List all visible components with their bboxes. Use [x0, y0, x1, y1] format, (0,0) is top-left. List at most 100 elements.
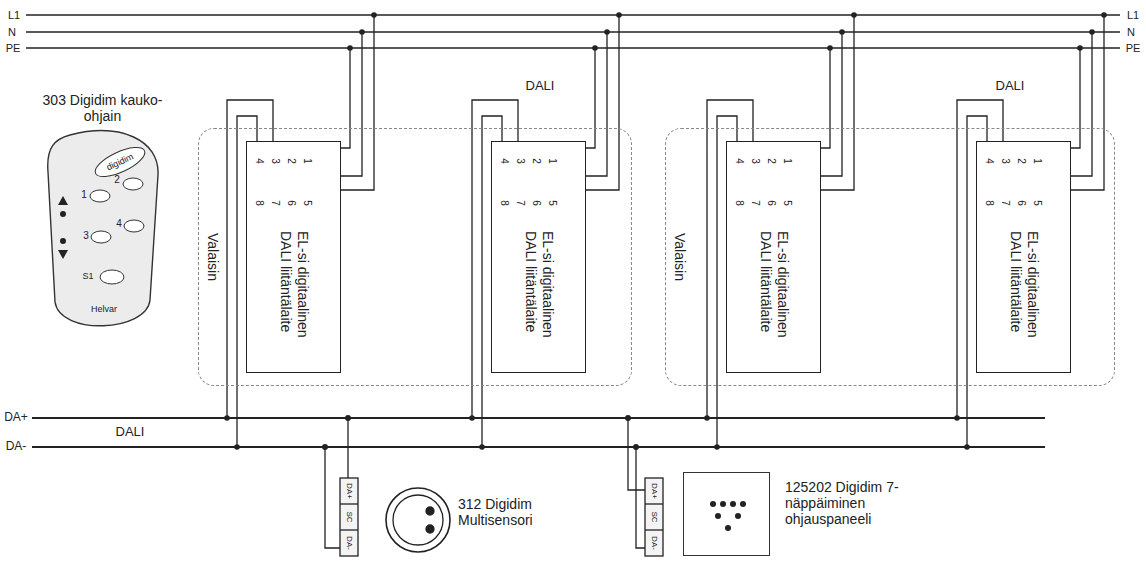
button-number: 4	[116, 218, 122, 230]
terminal-number: 2	[765, 158, 777, 164]
luminaire-label: Valaisin	[205, 233, 221, 281]
down-arrow	[58, 250, 68, 259]
bus-name: DALI	[996, 79, 1025, 94]
button-number: 2	[114, 174, 120, 186]
terminal-number: 6	[1015, 200, 1027, 206]
panel-button	[730, 501, 736, 507]
junction-dot	[345, 415, 351, 421]
junction-dot	[224, 415, 230, 421]
terminal-name: SC	[649, 511, 658, 522]
terminal-number: 3	[514, 158, 526, 164]
junction-dot	[625, 415, 631, 421]
sensor-housing	[386, 488, 450, 552]
bus-junctions	[322, 415, 639, 450]
terminal-divider	[645, 529, 663, 530]
terminal-number: 5	[546, 200, 558, 206]
junction-dot	[1077, 45, 1083, 51]
junction-dot	[964, 444, 970, 450]
dali-bus	[32, 418, 1045, 447]
terminal-number: 5	[1031, 200, 1043, 206]
pe-wire	[553, 48, 595, 148]
label-holder: EL-si digitaalinen DALI liitäntälaite	[492, 214, 585, 366]
junction-dot	[592, 45, 598, 51]
terminal-number: 6	[530, 200, 542, 206]
n-rail	[26, 31, 1120, 32]
terminal-number: 4	[983, 158, 995, 164]
terminal-name: SC	[344, 511, 353, 522]
remote-logo	[91, 142, 148, 183]
terminal-name: DA-	[649, 536, 658, 550]
button-number: S1	[82, 271, 93, 281]
pe-wire	[308, 48, 350, 148]
signal-name: DA-	[6, 440, 27, 454]
terminal-number: 4	[253, 158, 265, 164]
terminal-number: 8	[253, 200, 265, 206]
terminal-number: 5	[781, 200, 793, 206]
da-plus-line	[32, 417, 1045, 419]
control-panel: 125202 Digidim 7-näppäiminen ohjauspanee…	[683, 472, 770, 556]
dali-ballast-box: EL-si digitaalinen DALI liitäntälaite432…	[491, 141, 586, 373]
junction-dot	[347, 45, 353, 51]
panel-button	[715, 513, 721, 519]
junction-dot	[704, 415, 710, 421]
panel-button	[725, 525, 731, 531]
dali-ballast-box: EL-si digitaalinen DALI liitäntälaite432…	[246, 141, 341, 373]
up-arrow	[58, 196, 68, 205]
signal-name: DA+	[4, 411, 28, 425]
terminal-block	[645, 478, 663, 556]
terminal-name: DA-	[344, 536, 353, 550]
label-holder: EL-si digitaalinen DALI liitäntälaite	[727, 214, 820, 366]
bus-name: DALI	[116, 425, 145, 440]
tap-wire	[325, 447, 340, 548]
terminal-block	[340, 478, 358, 556]
terminal-number: 2	[530, 158, 542, 164]
junction-dot	[954, 415, 960, 421]
device-label: 303 Digidim kauko-ohjain	[40, 92, 165, 124]
junction-dot	[469, 415, 475, 421]
terminal-number: 8	[733, 200, 745, 206]
junction-dot	[234, 444, 240, 450]
ballast-label: EL-si digitaalinen DALI liitäntälaite	[522, 231, 556, 349]
terminal-number: 2	[285, 158, 297, 164]
junction-dot	[1089, 29, 1095, 35]
tap-wire	[636, 447, 645, 548]
button-number: 1	[81, 189, 87, 201]
junction-dot	[851, 12, 857, 18]
l1-rail	[26, 14, 1120, 15]
terminal-number: 3	[749, 158, 761, 164]
remote-control: 303 Digidim kauko-ohjain	[40, 92, 165, 332]
pe-wire	[1038, 48, 1080, 148]
terminal-divider	[645, 503, 663, 504]
logo-text: digidim	[105, 151, 135, 172]
terminal-number: 6	[765, 200, 777, 206]
terminal-number: 1	[301, 158, 313, 164]
sensor-ring	[393, 495, 443, 545]
rail-name: N	[1127, 26, 1135, 39]
terminal-number: 8	[498, 200, 510, 206]
rail-name: N	[8, 26, 16, 39]
junction-dot	[616, 12, 622, 18]
remote-button	[124, 220, 144, 232]
device-label: 125202 Digidim 7-näppäiminen ohjauspanee…	[785, 479, 903, 527]
sensor-lens	[426, 525, 434, 533]
junction-dot	[633, 444, 639, 450]
ballast-label: EL-si digitaalinen DALI liitäntälaite	[757, 231, 791, 349]
terminal-number: 7	[269, 200, 281, 206]
terminal-number: 8	[983, 200, 995, 206]
junction-dot	[371, 12, 377, 18]
multisensor-illustration	[325, 418, 450, 556]
terminal-name: DA+	[344, 483, 353, 499]
remote-button	[100, 270, 124, 284]
rail-name: L1	[1127, 9, 1139, 22]
panel-button	[710, 501, 716, 507]
junction-dot	[359, 29, 365, 35]
bus-name: DALI	[526, 79, 555, 94]
terminal-number: 1	[1031, 158, 1043, 164]
ballast-label: EL-si digitaalinen DALI liitäntälaite	[1007, 231, 1041, 349]
mains-rails	[26, 15, 1120, 48]
rail-name: L1	[8, 9, 20, 22]
panel-illustration	[628, 418, 663, 556]
terminal-number: 3	[999, 158, 1011, 164]
junction-dot	[839, 29, 845, 35]
rail-name: PE	[1126, 42, 1141, 55]
